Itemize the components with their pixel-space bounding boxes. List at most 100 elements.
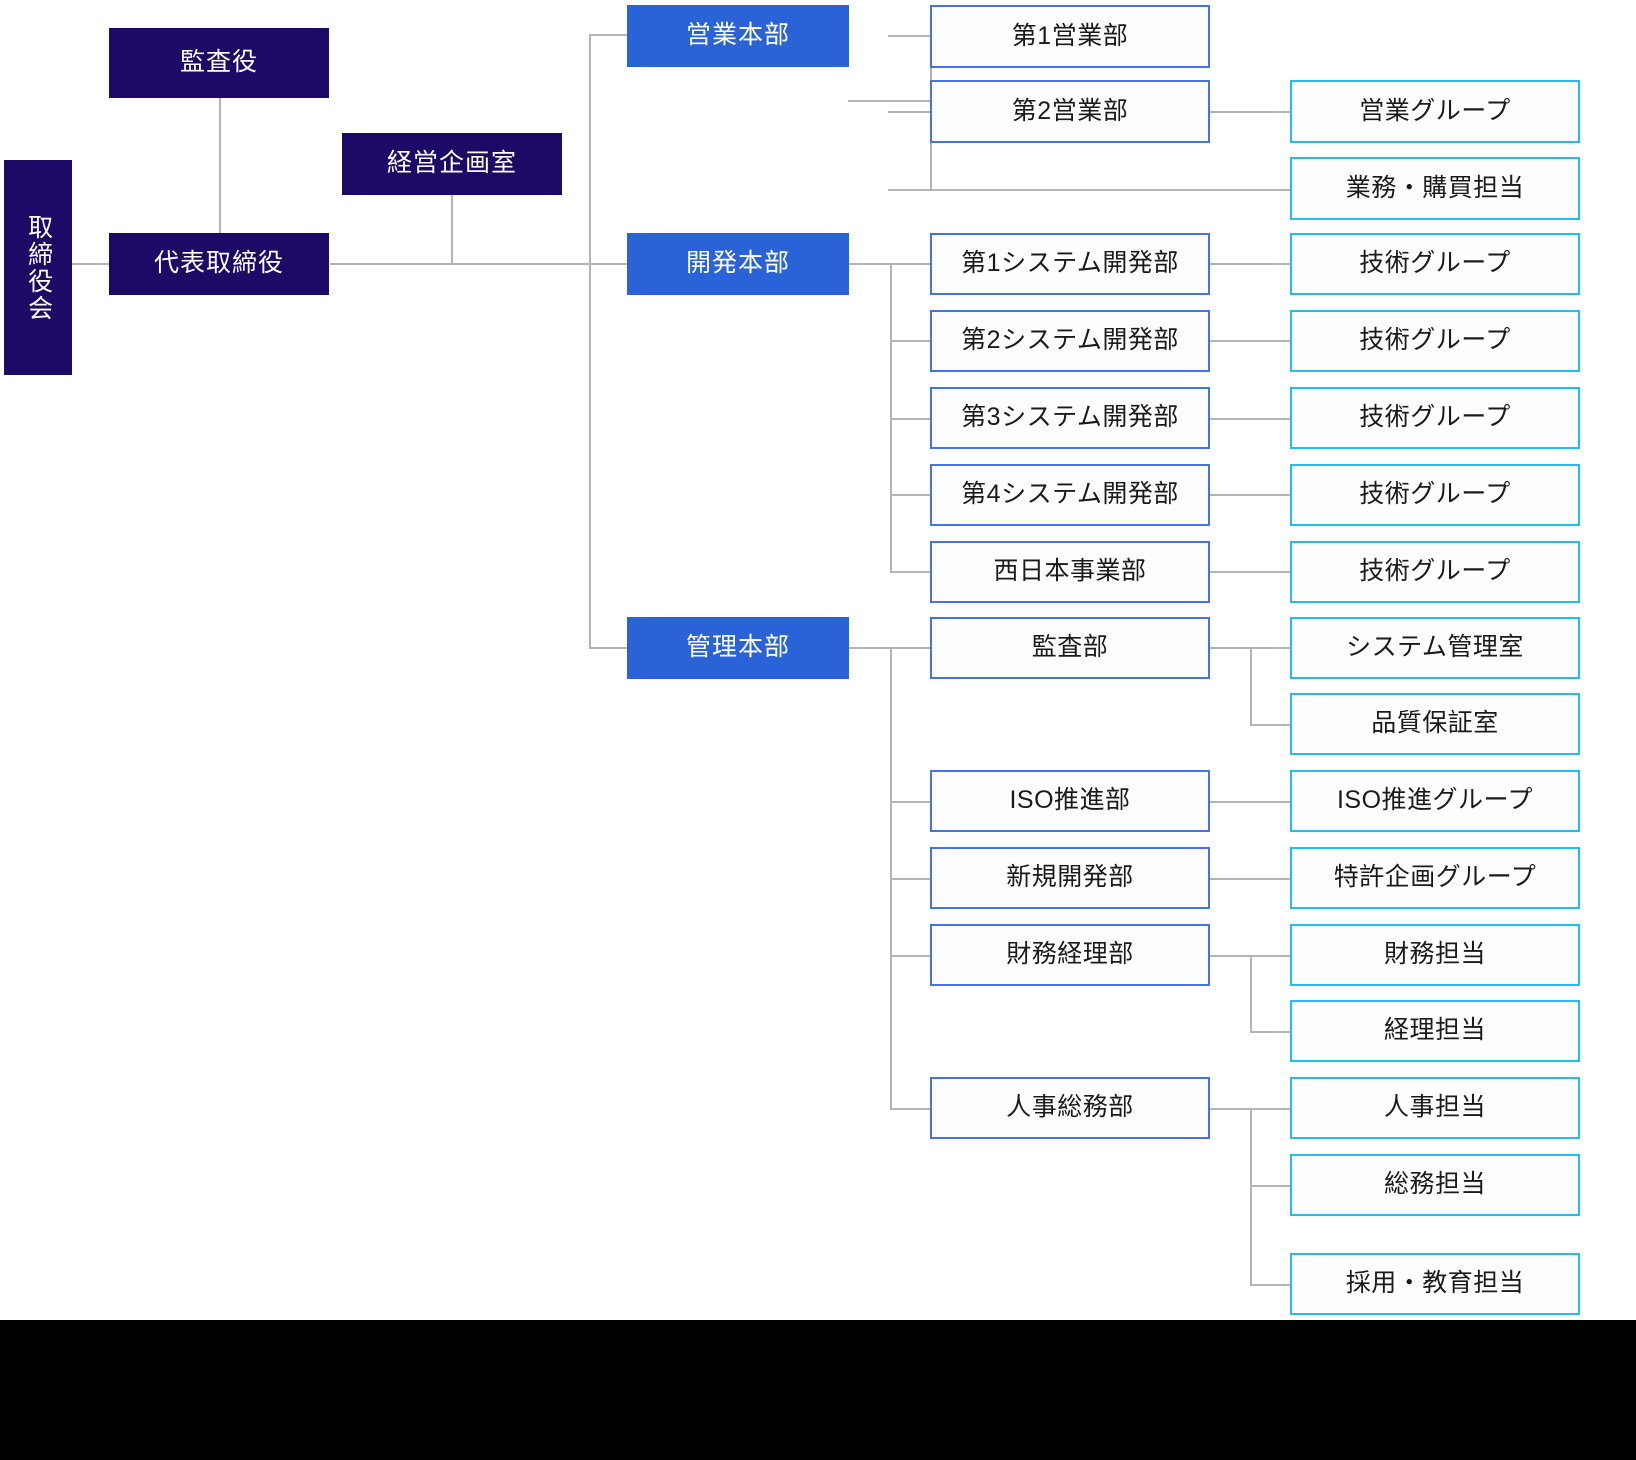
box-label: 第3システム開発部 bbox=[961, 403, 1179, 432]
connector-hr-trunk bbox=[1250, 1108, 1252, 1286]
box-dept-finance-accounting[interactable]: 財務経理部 bbox=[930, 924, 1210, 986]
connector-sales-to-dept2 bbox=[888, 111, 932, 113]
box-label: システム管理室 bbox=[1346, 633, 1524, 662]
box-dept-iso[interactable]: ISO推進部 bbox=[930, 770, 1210, 832]
connector-sales-to-purchasing bbox=[888, 189, 1292, 191]
box-label: 取締役会 bbox=[24, 213, 53, 322]
connector-dev-to-westjapan bbox=[890, 571, 932, 573]
connector-board-to-ceo bbox=[70, 263, 110, 265]
box-team-tech-group-2[interactable]: 技術グループ bbox=[1290, 310, 1580, 372]
box-label: 技術グループ bbox=[1359, 249, 1511, 278]
box-team-operations-purchasing[interactable]: 業務・購買担当 bbox=[1290, 157, 1580, 220]
box-team-tech-group-5[interactable]: 技術グループ bbox=[1290, 541, 1580, 603]
box-dept-sales-1[interactable]: 第1営業部 bbox=[930, 5, 1210, 68]
box-team-recruiting-education[interactable]: 採用・教育担当 bbox=[1290, 1253, 1580, 1315]
connector-dev-out bbox=[848, 263, 892, 265]
box-label: 業務・購買担当 bbox=[1345, 173, 1525, 202]
box-label: 代表取締役 bbox=[153, 249, 284, 278]
connector-sys3-to-tech3 bbox=[1208, 418, 1292, 420]
box-label: 技術グループ bbox=[1359, 326, 1511, 355]
connector-audit-to-sysmgmt bbox=[1250, 647, 1292, 649]
box-dept-system-dev-4[interactable]: 第4システム開発部 bbox=[930, 464, 1210, 526]
connector-spine-to-dev bbox=[589, 263, 629, 265]
box-label: 第2営業部 bbox=[1011, 96, 1129, 125]
box-label: 特許企画グループ bbox=[1333, 863, 1537, 892]
box-label: ISO推進グループ bbox=[1336, 786, 1534, 815]
box-team-general-affairs[interactable]: 総務担当 bbox=[1290, 1154, 1580, 1216]
box-team-tech-group-4[interactable]: 技術グループ bbox=[1290, 464, 1580, 526]
connector-newdev-to-patent bbox=[1208, 878, 1292, 880]
box-dept-west-japan[interactable]: 西日本事業部 bbox=[930, 541, 1210, 603]
box-dept-new-development[interactable]: 新規開発部 bbox=[930, 847, 1210, 909]
box-team-tech-group-1[interactable]: 技術グループ bbox=[1290, 233, 1580, 295]
box-team-patent-planning-group[interactable]: 特許企画グループ bbox=[1290, 847, 1580, 909]
connector-sys4-to-tech4 bbox=[1208, 494, 1292, 496]
connector-dev-to-sys4 bbox=[890, 494, 932, 496]
box-board-of-directors[interactable]: 取締役会 bbox=[4, 160, 72, 375]
connector-spine-to-sales bbox=[589, 34, 629, 36]
box-division-development[interactable]: 開発本部 bbox=[627, 233, 849, 295]
connector-dept2-to-sales-group bbox=[1208, 111, 1292, 113]
connector-ceo-main-trunk bbox=[330, 263, 630, 265]
connector-auditor-to-ceo bbox=[219, 98, 221, 234]
box-team-iso-promotion-group[interactable]: ISO推進グループ bbox=[1290, 770, 1580, 832]
box-label: 技術グループ bbox=[1359, 557, 1511, 586]
box-label: 財務経理部 bbox=[1006, 940, 1134, 969]
box-dept-system-dev-2[interactable]: 第2システム開発部 bbox=[930, 310, 1210, 372]
box-dept-sales-2[interactable]: 第2営業部 bbox=[930, 80, 1210, 143]
box-label: 人事担当 bbox=[1383, 1093, 1486, 1122]
box-auditor[interactable]: 監査役 bbox=[109, 28, 329, 98]
connector-dev-to-sys2 bbox=[890, 340, 932, 342]
box-ceo[interactable]: 代表取締役 bbox=[109, 233, 329, 295]
box-planning-office[interactable]: 経営企画室 bbox=[342, 133, 562, 195]
box-label: 採用・教育担当 bbox=[1345, 1269, 1525, 1298]
box-label: 監査部 bbox=[1031, 633, 1109, 662]
box-label: 第1営業部 bbox=[1011, 21, 1129, 50]
box-label: 営業グループ bbox=[1359, 96, 1511, 125]
box-label: 第4システム開発部 bbox=[961, 480, 1179, 509]
connector-audit-trunk bbox=[1250, 647, 1252, 725]
org-chart-canvas: 取締役会 監査役 代表取締役 経営企画室 営業本部 開発本部 管理本部 第1営業… bbox=[0, 0, 1636, 1320]
box-dept-hr-general-affairs[interactable]: 人事総務部 bbox=[930, 1077, 1210, 1139]
connector-sales-out bbox=[848, 100, 932, 102]
connector-spine-to-admin bbox=[589, 647, 629, 649]
box-label: 人事総務部 bbox=[1006, 1093, 1134, 1122]
box-label: 営業本部 bbox=[685, 21, 790, 50]
connector-hr-out bbox=[1208, 1108, 1252, 1110]
connector-sys2-to-tech2 bbox=[1208, 340, 1292, 342]
box-dept-system-dev-1[interactable]: 第1システム開発部 bbox=[930, 233, 1210, 295]
connector-hr-to-jinji bbox=[1250, 1108, 1292, 1110]
connector-sys1-to-tech1 bbox=[1208, 263, 1292, 265]
box-team-human-resources[interactable]: 人事担当 bbox=[1290, 1077, 1580, 1139]
box-dept-system-dev-3[interactable]: 第3システム開発部 bbox=[930, 387, 1210, 449]
connector-division-spine bbox=[589, 35, 591, 649]
box-label: 財務担当 bbox=[1383, 940, 1486, 969]
box-team-finance[interactable]: 財務担当 bbox=[1290, 924, 1580, 986]
box-team-tech-group-3[interactable]: 技術グループ bbox=[1290, 387, 1580, 449]
connector-audit-out bbox=[1208, 647, 1252, 649]
connector-iso-to-isogroup bbox=[1208, 801, 1292, 803]
bottom-black-bar bbox=[0, 1320, 1636, 1460]
box-team-accounting[interactable]: 経理担当 bbox=[1290, 1000, 1580, 1062]
box-label: 経営企画室 bbox=[386, 149, 517, 178]
box-team-quality-assurance-office[interactable]: 品質保証室 bbox=[1290, 693, 1580, 755]
box-label: 経理担当 bbox=[1383, 1016, 1486, 1045]
box-label: 品質保証室 bbox=[1371, 709, 1499, 738]
box-team-sales-group[interactable]: 営業グループ bbox=[1290, 80, 1580, 143]
box-team-system-management-office[interactable]: システム管理室 bbox=[1290, 617, 1580, 679]
connector-westjapan-to-tech5 bbox=[1208, 571, 1292, 573]
connector-hr-to-soumu bbox=[1250, 1185, 1292, 1187]
connector-finance-out bbox=[1208, 955, 1252, 957]
box-label: 開発本部 bbox=[685, 249, 790, 278]
connector-dev-to-sys3 bbox=[890, 418, 932, 420]
box-division-administration[interactable]: 管理本部 bbox=[627, 617, 849, 679]
connector-planning-to-trunk bbox=[451, 195, 453, 265]
connector-admin-to-finance bbox=[890, 955, 932, 957]
box-label: 管理本部 bbox=[685, 633, 790, 662]
connector-hr-to-saiyou bbox=[1250, 1284, 1292, 1286]
connector-admin-to-newdev bbox=[890, 878, 932, 880]
box-label: ISO推進部 bbox=[1009, 786, 1131, 815]
box-division-sales[interactable]: 営業本部 bbox=[627, 5, 849, 67]
box-dept-audit[interactable]: 監査部 bbox=[930, 617, 1210, 679]
